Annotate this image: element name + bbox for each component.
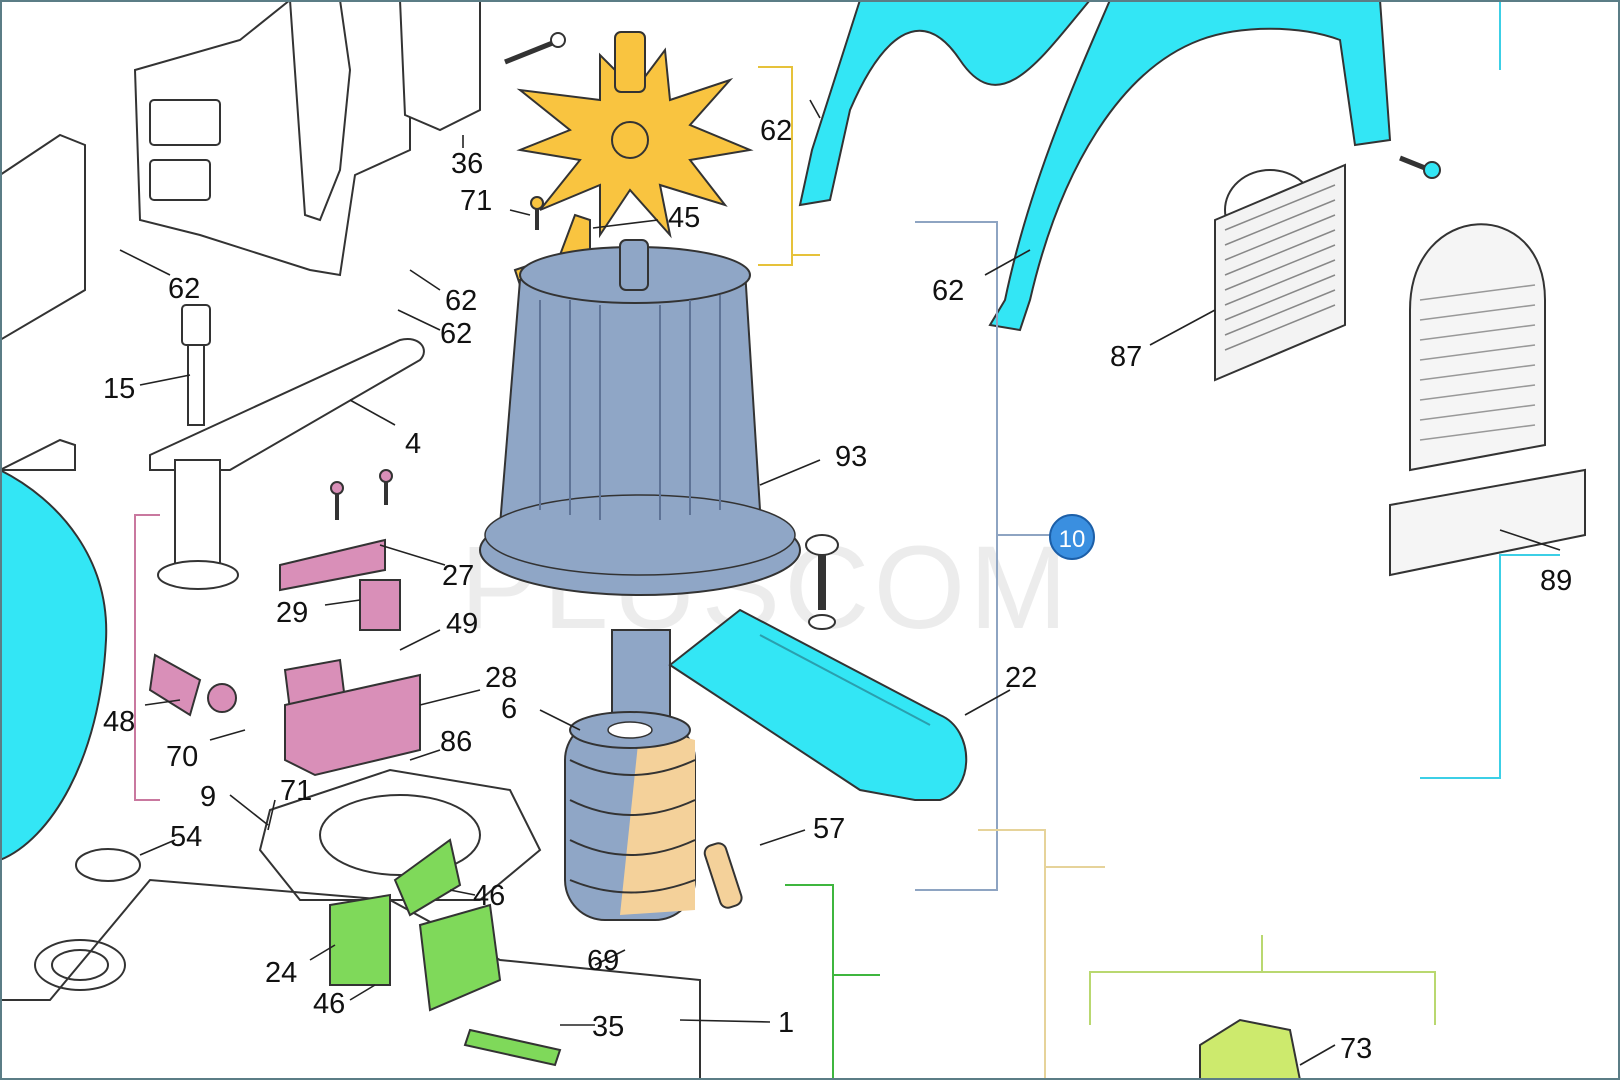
callout-62: 62 [932, 275, 964, 307]
callout-4: 4 [405, 428, 421, 460]
cyan-arm [668, 608, 968, 801]
electric-motor [479, 239, 801, 596]
control-board-assembly [0, 0, 481, 471]
callout-9: 9 [200, 781, 216, 813]
bolt-icon [805, 534, 839, 630]
screw-icon [1399, 155, 1441, 179]
callout-70: 70 [166, 741, 198, 773]
callout-62: 62 [445, 285, 477, 317]
callout-15: 15 [103, 373, 135, 405]
callout-71: 71 [460, 185, 492, 217]
callout-57: 57 [813, 813, 845, 845]
arched-filter-panel [1389, 223, 1586, 577]
motor-shaft [611, 629, 671, 721]
drive-spring [564, 711, 696, 921]
callout-49: 49 [446, 608, 478, 640]
filter-grille [1214, 163, 1346, 382]
screw-icon [504, 32, 566, 65]
callout-62: 62 [440, 318, 472, 350]
callout-45: 45 [668, 202, 700, 234]
housing-cover-left [0, 468, 108, 862]
lever-bar [149, 338, 425, 590]
pin-icon [703, 842, 743, 909]
callout-1: 1 [778, 1007, 794, 1039]
gearbox-base [0, 768, 701, 1080]
callout-62: 62 [760, 115, 792, 147]
leader-lines [119, 99, 1561, 1066]
callout-22: 22 [1005, 662, 1037, 694]
callout-69: 69 [587, 945, 619, 977]
callout-labels: 36 62 71 45 62 62 62 62 15 4 87 93 89 27… [103, 115, 1572, 1065]
pink-components [148, 538, 421, 777]
callout-27: 27 [442, 560, 474, 592]
callout-46: 46 [313, 988, 345, 1020]
group-badge-number: 10 [1059, 526, 1086, 553]
callout-6: 6 [501, 693, 517, 725]
lime-component [1199, 1018, 1302, 1080]
callout-93: 93 [835, 441, 867, 473]
callout-87: 87 [1110, 341, 1142, 373]
callout-24: 24 [265, 957, 297, 989]
callout-36: 36 [451, 148, 483, 180]
green-components [329, 838, 562, 1067]
cooling-fan [516, 31, 754, 239]
group-brackets [134, 0, 1560, 1080]
callout-89: 89 [1540, 565, 1572, 597]
screw-icon [330, 469, 393, 520]
callout-86: 86 [440, 726, 472, 758]
callout-73: 73 [1340, 1033, 1372, 1065]
callout-54: 54 [170, 821, 202, 853]
housing-cover-top-right [798, 0, 1392, 332]
callout-28: 28 [485, 662, 517, 694]
callout-35: 35 [592, 1011, 624, 1043]
callout-29: 29 [276, 597, 308, 629]
callout-62: 62 [168, 273, 200, 305]
callout-46: 46 [473, 880, 505, 912]
callout-71: 71 [280, 775, 312, 807]
group-badge: 10 [1049, 514, 1095, 560]
bolt-icon [181, 304, 211, 426]
callout-48: 48 [103, 706, 135, 738]
